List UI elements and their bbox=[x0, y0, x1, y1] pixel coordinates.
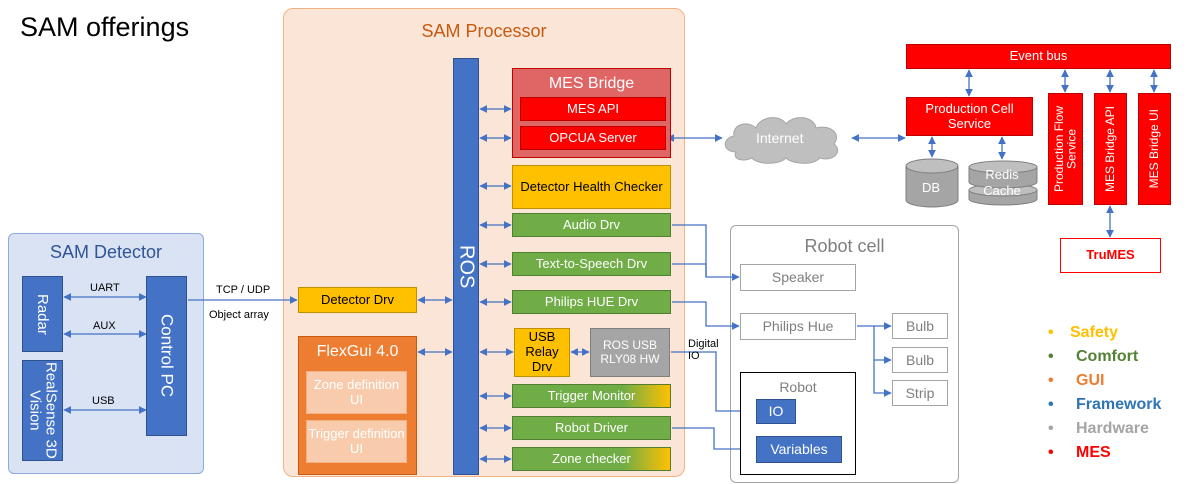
bulb-2-box: Bulb bbox=[892, 347, 948, 373]
internet-cloud-icon bbox=[724, 117, 839, 164]
tts-speaker-connector bbox=[672, 263, 707, 277]
tcp-udp-label: TCP / UDP bbox=[216, 284, 271, 296]
robot-driver-box: Robot Driver bbox=[512, 416, 671, 440]
variables-box: Variables bbox=[756, 436, 842, 463]
db-cylinder-icon bbox=[905, 158, 959, 208]
ros-usb-rly08-box: ROS USB RLY08 HW bbox=[590, 328, 670, 377]
uart-label: UART bbox=[90, 282, 120, 294]
page-title: SAM offerings bbox=[20, 12, 190, 42]
robot-cell-title: Robot cell bbox=[804, 236, 885, 256]
detector-health-checker-box: Detector Health Checker bbox=[512, 165, 671, 209]
legend-item-comfort: •Comfort bbox=[1048, 348, 1139, 365]
hue-strip-connector bbox=[873, 360, 892, 397]
production-cell-service-box: Production Cell Service bbox=[906, 97, 1033, 136]
object-array-label: Object array bbox=[209, 309, 269, 321]
sam-processor-title: SAM Processor bbox=[421, 21, 547, 41]
legend-bullet: • bbox=[1048, 444, 1054, 461]
speaker-box: Speaker bbox=[740, 264, 856, 291]
sam-detector-title: SAM Detector bbox=[49, 242, 163, 262]
legend: •Safety •Comfort •GUI •Framework •Hardwa… bbox=[1048, 324, 1184, 468]
opcua-server-box: OPCUA Server bbox=[520, 126, 666, 150]
digital-io-label: Digital IO bbox=[688, 338, 719, 362]
legend-item-safety: •Safety bbox=[1048, 324, 1119, 341]
aux-label: AUX bbox=[93, 320, 116, 332]
trigger-definition-ui-box: Trigger definition UI bbox=[306, 420, 407, 463]
usb-relay-drv-box: USB Relay Drv bbox=[514, 328, 570, 377]
realsense-box: RealSense 3D Vision bbox=[22, 360, 63, 461]
event-bus-box: Event bus bbox=[906, 44, 1171, 69]
mes-bridge-api-box: MES Bridge API bbox=[1094, 93, 1127, 205]
philips-hue-drv-box: Philips HUE Drv bbox=[512, 290, 671, 314]
legend-item-gui: •GUI bbox=[1048, 372, 1105, 389]
control-pc-box: Control PC bbox=[146, 276, 187, 436]
robot-variables-connector bbox=[672, 427, 756, 453]
legend-bullet: • bbox=[1048, 396, 1054, 413]
legend-bullet: • bbox=[1048, 348, 1054, 365]
radar-box: Radar bbox=[22, 276, 63, 352]
tts-drv-box: Text-to-Speech Drv bbox=[512, 252, 671, 276]
audio-drv-box: Audio Drv bbox=[512, 213, 671, 237]
ros-bus: ROS bbox=[453, 58, 479, 475]
legend-bullet: • bbox=[1048, 324, 1054, 341]
mes-api-box: MES API bbox=[520, 97, 666, 121]
hue-bulb2-connector bbox=[873, 326, 892, 364]
detector-drv-box: Detector Drv bbox=[298, 287, 417, 313]
legend-item-hardware: •Hardware bbox=[1048, 420, 1149, 437]
legend-bullet: • bbox=[1048, 420, 1054, 437]
io-box: IO bbox=[756, 399, 796, 424]
zone-checker-box: Zone checker bbox=[512, 447, 671, 471]
trumes-box: TruMES bbox=[1060, 238, 1161, 273]
strip-box: Strip bbox=[892, 380, 948, 406]
mes-bridge-ui-box: MES Bridge UI bbox=[1138, 93, 1171, 205]
bulb-1-box: Bulb bbox=[892, 313, 948, 339]
trigger-monitor-box: Trigger Monitor bbox=[512, 384, 671, 408]
production-flow-service-box: Production Flow Service bbox=[1048, 93, 1083, 205]
philips-hue-box: Philips Hue bbox=[740, 313, 856, 340]
internet-label: Internet bbox=[756, 130, 804, 146]
zone-definition-ui-box: Zone definition UI bbox=[306, 371, 407, 414]
legend-item-mes: •MES bbox=[1048, 444, 1111, 461]
audio-speaker-connector bbox=[672, 224, 740, 281]
digital-io-connector bbox=[671, 351, 756, 415]
legend-item-framework: •Framework bbox=[1048, 396, 1162, 413]
redis-cache-icon bbox=[968, 160, 1038, 206]
usb-label: USB bbox=[92, 395, 115, 407]
redis-cache-label: Redis Cache bbox=[983, 167, 1021, 199]
hue-connector bbox=[672, 301, 740, 330]
legend-bullet: • bbox=[1048, 372, 1054, 389]
db-label: DB bbox=[922, 180, 941, 195]
